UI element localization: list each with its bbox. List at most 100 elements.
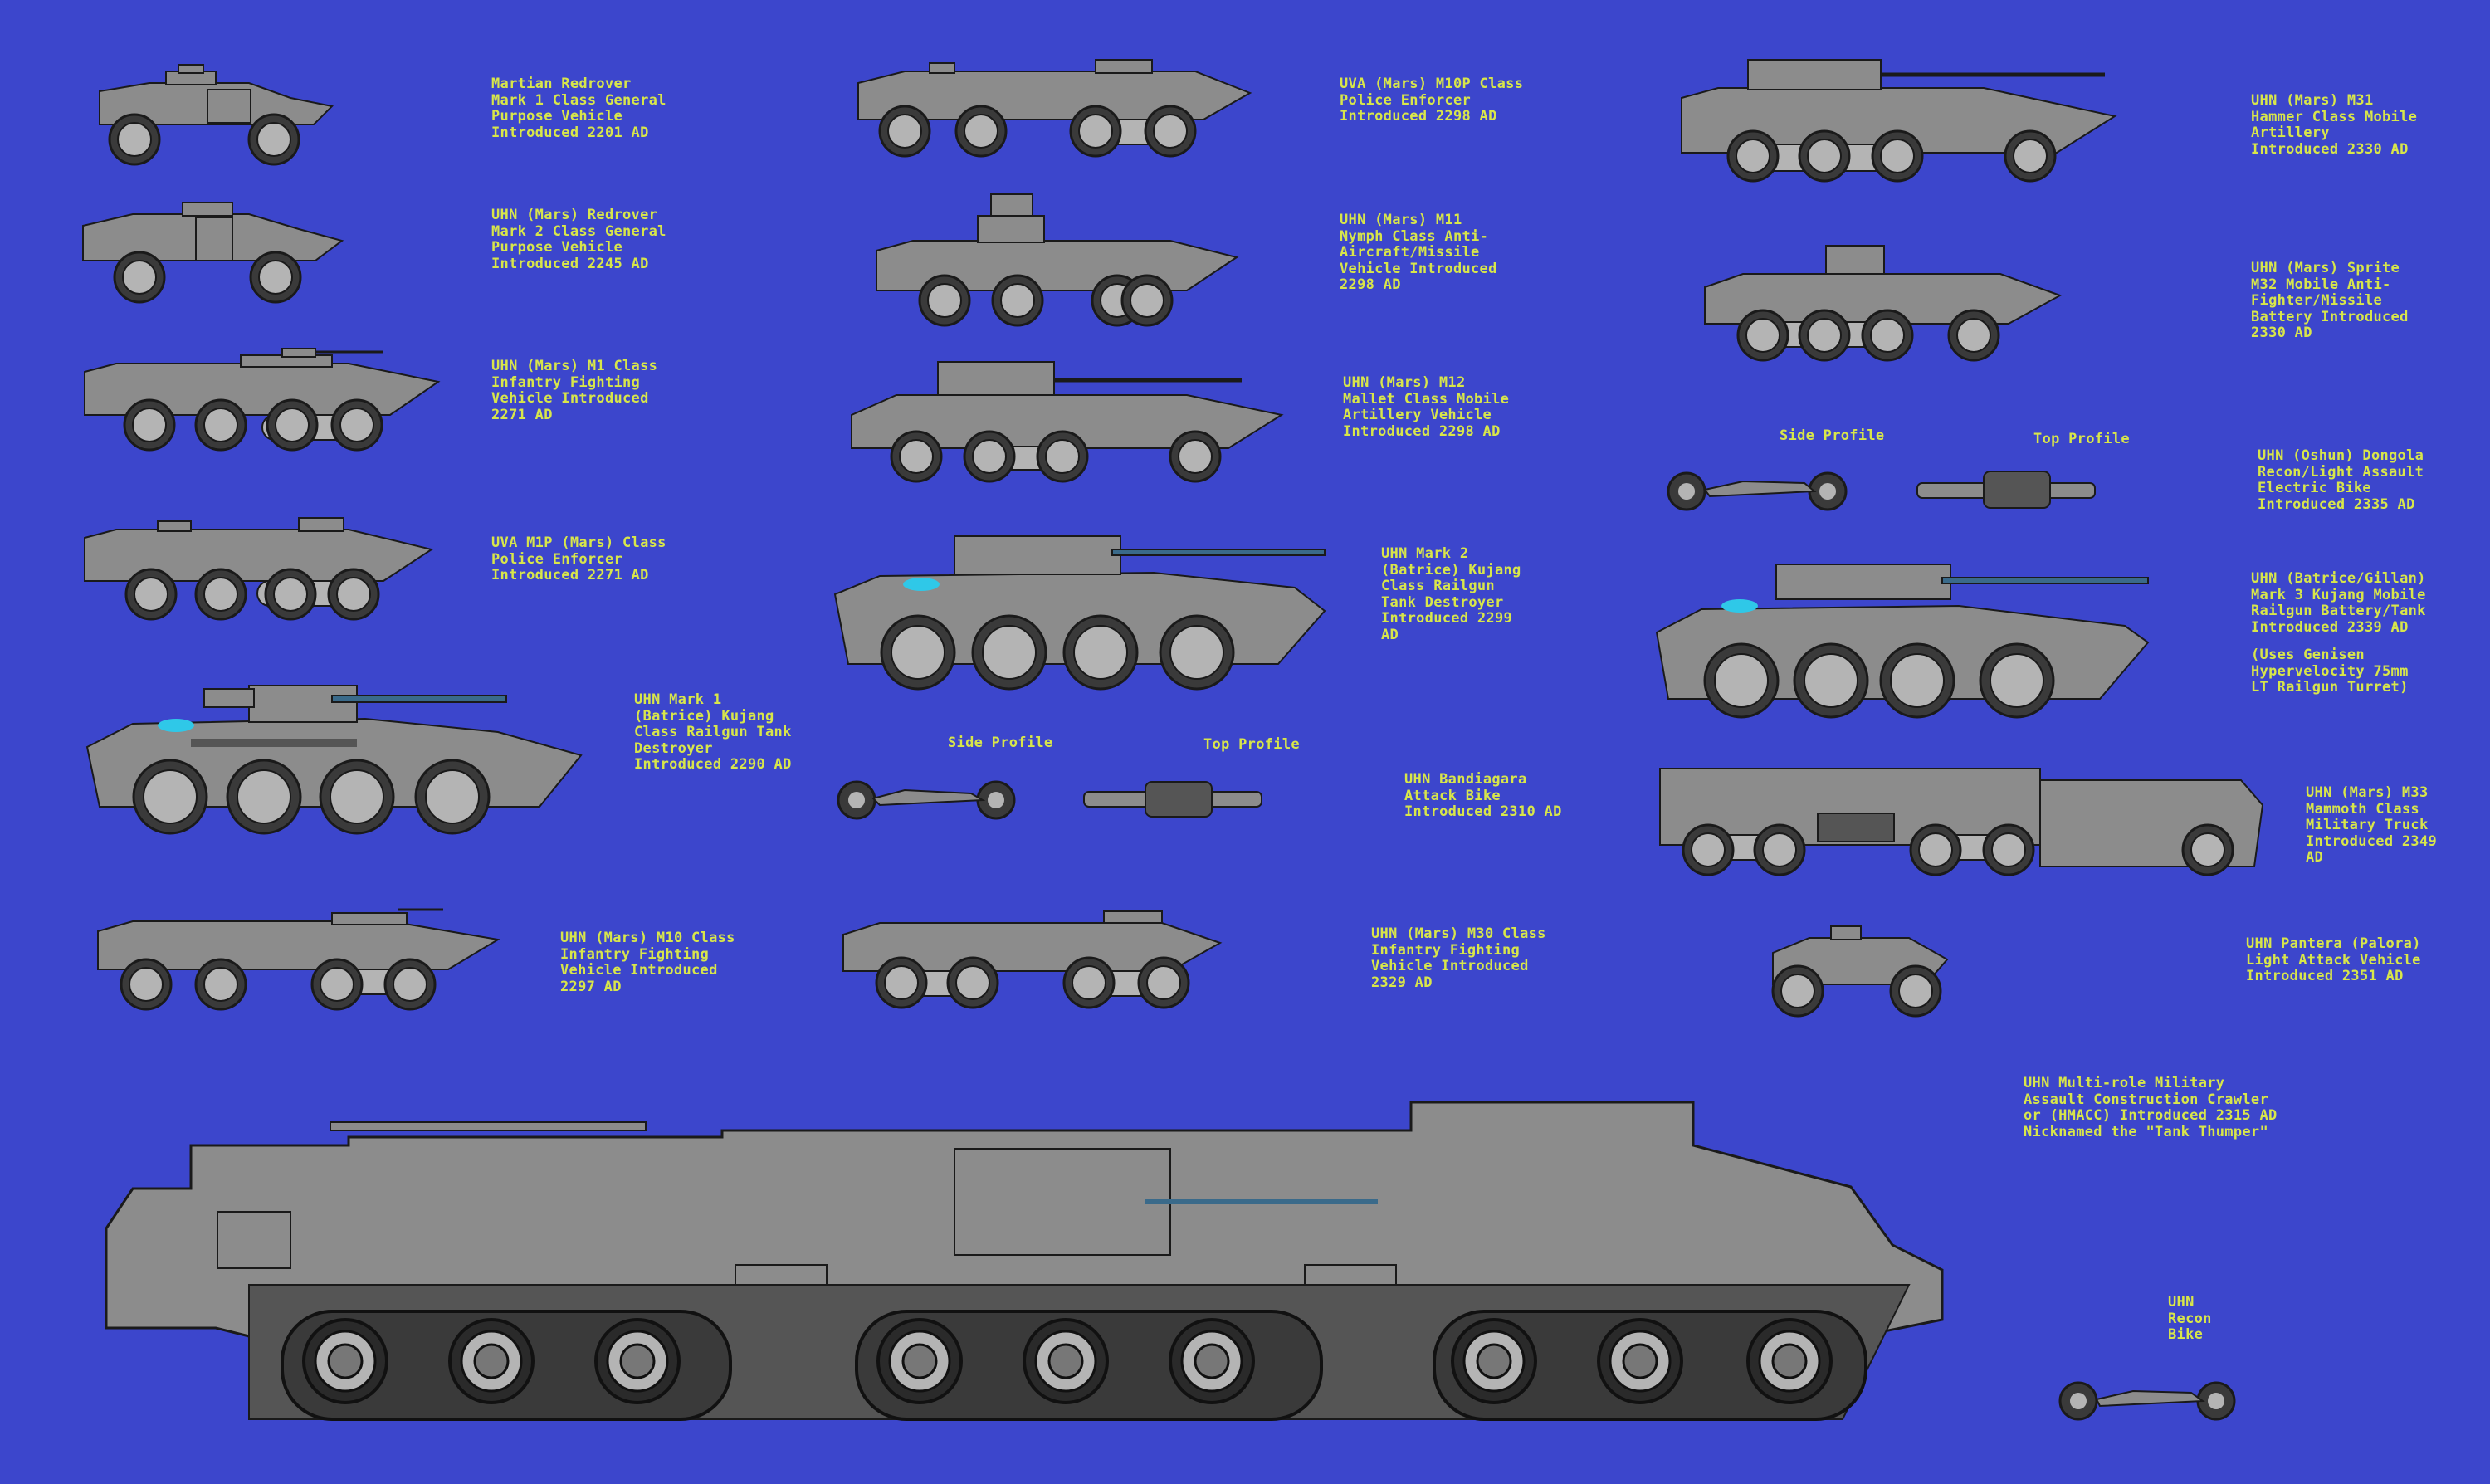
kujang-mk3-drawing: [1655, 564, 2150, 719]
label-line: Introduced 2330 AD: [2251, 140, 2409, 158]
label-line: UHN (Mars) M31: [2251, 92, 2374, 109]
label-line: (Uses Genisen: [2251, 647, 2365, 663]
label-line: Introduced 2299: [1381, 610, 1513, 627]
label-line: 2329 AD: [1371, 974, 1433, 991]
label-line: Introduced 2310 AD: [1404, 803, 1562, 820]
label-line: Vehicle Introduced: [1340, 260, 1497, 277]
label-line: Railgun Battery/Tank: [2251, 603, 2426, 619]
label-line: UHN Mark 1: [634, 691, 722, 708]
label-line: Mark 1 Class General: [491, 91, 666, 109]
label-side-profile-1: Side Profile: [948, 735, 1053, 751]
label-line: Police Enforcer: [1340, 91, 1472, 109]
label-line: Artillery: [2251, 124, 2330, 141]
label-line: AD: [2306, 849, 2324, 866]
hmacc-crawler-drawing: [105, 1101, 1944, 1421]
label-line: Electric Bike: [2258, 480, 2371, 496]
label-line: UHN (Mars) Redrover: [491, 207, 658, 223]
label-line: Vehicle Introduced: [560, 962, 718, 979]
label-line: Introduced 2335 AD: [2258, 495, 2415, 513]
m10-ifv-drawing: [97, 908, 500, 1011]
label-line: Mark 2 Class General: [491, 222, 666, 240]
label-line: Purpose Vehicle: [491, 108, 623, 124]
label-line: UHN (Mars) Sprite: [2251, 260, 2400, 276]
kujang-mk2-drawing: [833, 535, 1326, 691]
label-line: Nicknamed the "Tank Thumper": [2024, 1123, 2268, 1140]
label-line: UHN (Mars) M11: [1340, 212, 1462, 228]
label-line: Purpose Vehicle: [491, 239, 623, 256]
label-line: Introduced 2298 AD: [1343, 422, 1501, 440]
label-line: Introduced 2201 AD: [491, 124, 649, 141]
label-line: UVA M1P (Mars) Class: [491, 535, 666, 551]
label-line: UHN Mark 2: [1381, 545, 1469, 562]
label-line: Attack Bike: [1404, 787, 1501, 804]
label-line: Recon: [2168, 1310, 2212, 1327]
label-line: UHN (Mars) M33: [2306, 784, 2429, 801]
m32-sprite-drawing: [1704, 245, 2063, 362]
label-line: Police Enforcer: [491, 550, 623, 568]
label-line: Introduced 2351 AD: [2246, 968, 2404, 984]
label-line: Bike: [2168, 1326, 2204, 1343]
label-line: UHN (Mars) M12: [1343, 374, 1466, 391]
label-line: UHN Pantera (Palora): [2246, 935, 2421, 952]
label-line: Tank Destroyer: [1381, 593, 1504, 611]
bandiagara-side-drawing: [837, 780, 1016, 820]
label-line: Hammer Class Mobile: [2251, 108, 2418, 125]
label-line: M32 Mobile Anti-: [2251, 276, 2391, 293]
label-line: Mark 3 Kujang Mobile: [2251, 586, 2426, 603]
label-line: Recon/Light Assault: [2258, 463, 2424, 481]
m11-nymph-drawing: [876, 193, 1239, 327]
label-line: Introduced 2290 AD: [634, 756, 792, 773]
label-top-profile-1: Top Profile: [1204, 736, 1300, 753]
label-line: 2298 AD: [1340, 276, 1401, 293]
dongola-side-drawing: [1667, 471, 1848, 511]
label-line: (Batrice) Kujang: [1381, 561, 1521, 578]
label-line: Infantry Fighting: [1371, 941, 1521, 959]
label-line: Nymph Class Anti-: [1340, 227, 1489, 245]
m1-ifv-drawing: [84, 348, 441, 452]
m1p-police-drawing: [84, 517, 434, 621]
label-line: Infantry Fighting: [491, 373, 641, 391]
label-kujang-mk3: UHN (Batrice/Gillan)Mark 3 Kujang Mobile…: [2251, 570, 2426, 636]
m30-ifv-drawing: [842, 910, 1223, 1009]
m10p-police-drawing: [857, 59, 1252, 158]
label-line: UHN Multi-role Military: [2024, 1075, 2225, 1091]
label-line: 2297 AD: [560, 978, 622, 995]
label-line: Introduced 2298 AD: [1340, 108, 1497, 124]
label-line: UHN (Mars) M30 Class: [1371, 925, 1546, 942]
label-line: Light Attack Vehicle: [2246, 951, 2421, 969]
label-line: Vehicle Introduced: [491, 390, 649, 407]
label-line: Vehicle Introduced: [1371, 958, 1529, 974]
label-line: Introduced 2349: [2306, 832, 2438, 850]
label-line: UHN Bandiagara: [1404, 771, 1527, 788]
label-line: Hypervelocity 75mm: [2251, 662, 2409, 680]
label-line: Class Railgun: [1381, 578, 1495, 594]
label-line: UVA (Mars) M10P Class: [1340, 76, 1524, 92]
label-line: Fighter/Missile: [2251, 292, 2383, 309]
label-line: or (HMACC) Introduced 2315 AD: [2024, 1107, 2278, 1124]
label-line: LT Railgun Turret): [2251, 679, 2409, 696]
label-side-profile-2: Side Profile: [1780, 427, 1885, 444]
label-line: Artillery Vehicle: [1343, 407, 1492, 423]
label-line: Introduced 2339 AD: [2251, 618, 2409, 636]
label-line: 2271 AD: [491, 406, 553, 423]
label-line: (Batrice) Kujang: [634, 707, 774, 725]
label-line: Introduced 2271 AD: [491, 567, 649, 583]
